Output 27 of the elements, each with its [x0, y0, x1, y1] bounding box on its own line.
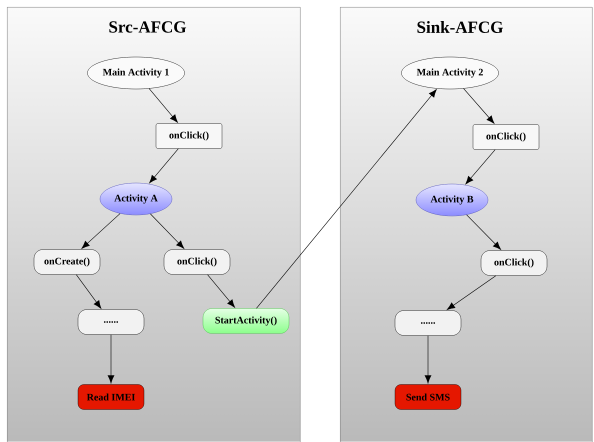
rounded-box: onClick()	[480, 250, 548, 276]
arrow	[424, 335, 432, 384]
arrow	[465, 149, 496, 184]
ellipse-node: Main Activity 1	[87, 56, 185, 90]
process-box: onClick()	[156, 123, 222, 149]
arrow	[148, 88, 178, 123]
rounded-box: Send SMS	[394, 384, 462, 410]
rounded-box: ......	[394, 310, 462, 336]
rounded-box: onCreate()	[34, 249, 100, 275]
arrow	[76, 274, 102, 309]
panel-title: Src-AFCG	[109, 21, 186, 33]
arrow	[108, 334, 114, 384]
rounded-box: Read IMEI	[78, 384, 144, 410]
panel-title: Sink-AFCG	[417, 21, 503, 33]
process-box: onClick()	[472, 124, 540, 150]
arrow	[466, 214, 501, 250]
arrow	[82, 213, 120, 249]
arrow	[446, 275, 496, 310]
arrow	[463, 88, 494, 124]
rounded-box: StartActivity()	[202, 308, 290, 334]
ellipse-node: Main Activity 2	[401, 56, 499, 90]
arrow	[207, 274, 235, 308]
rounded-box: ......	[78, 309, 144, 335]
arrow	[149, 148, 179, 184]
arrow	[256, 89, 437, 309]
rounded-box: onClick()	[164, 249, 230, 275]
arrow	[150, 214, 184, 249]
